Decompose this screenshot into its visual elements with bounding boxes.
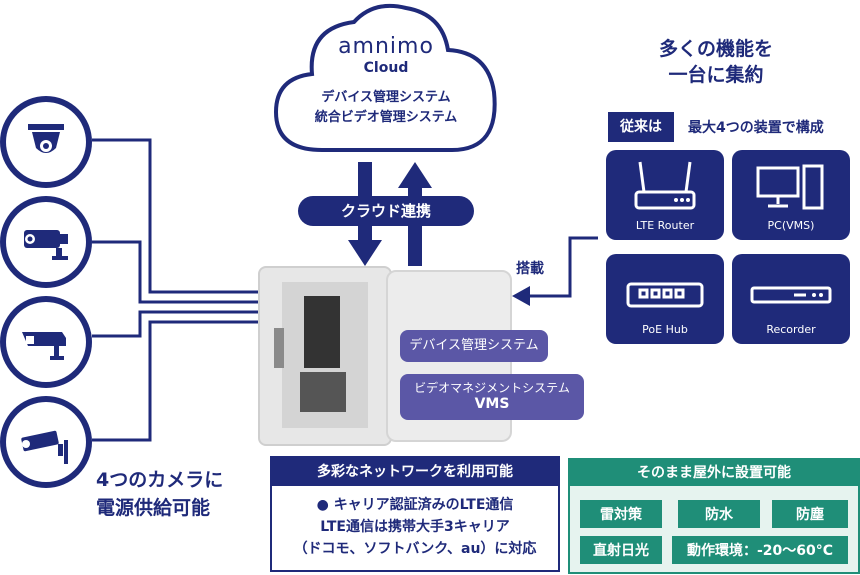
chip-temperature: 動作環境：-20〜60°C <box>672 536 848 564</box>
cloud-product: Cloud <box>363 60 409 76</box>
vms-label-line1: ビデオマネジメントシステム <box>414 381 570 395</box>
device-card-lte-router: LTE Router <box>606 150 724 240</box>
device-card-pc: PC(VMS) <box>732 150 850 240</box>
router-icon <box>634 161 696 210</box>
camera-dome <box>0 96 92 188</box>
cloud-brand: amnimo <box>338 34 434 59</box>
chip-dustproof: 防塵 <box>772 500 848 528</box>
features-title-line2: 一台に集約 <box>668 64 764 86</box>
vms-label: ビデオマネジメントシステム VMS <box>400 374 584 420</box>
camera-bullet <box>0 296 92 388</box>
pc-icon <box>756 164 824 210</box>
wire-camera-2 <box>92 240 262 304</box>
wire-camera-4 <box>92 320 262 442</box>
features-title: 多くの機能を 一台に集約 <box>610 36 822 88</box>
outdoor-title: そのまま屋外に設置可能 <box>570 460 858 486</box>
network-line2: LTE通信は携帯大手3キャリア <box>320 519 510 535</box>
cloud-line1: デバイス管理システム <box>321 90 451 105</box>
hub-icon <box>626 282 704 308</box>
cloud-sync-label: クラウド連携 <box>298 196 474 226</box>
network-line1: ● キャリア認証済みのLTE通信 <box>272 494 558 516</box>
camera-caption-line2: 電源供給可能 <box>96 497 211 519</box>
cloud-icon <box>273 3 497 152</box>
device-label-lte-router: LTE Router <box>635 219 695 232</box>
device-card-poe-hub: PoE Hub <box>606 254 724 344</box>
vms-label-line2: VMS <box>474 396 510 412</box>
mount-arrow <box>512 236 598 306</box>
cloud-line2: 統合ビデオ管理システム <box>314 110 458 125</box>
bullet-camera-icon <box>22 332 66 360</box>
recorder-icon <box>750 286 832 304</box>
device-mgmt-label: デバイス管理システム <box>400 330 548 362</box>
device-card-recorder: Recorder <box>732 254 850 344</box>
conventional-text: 最大4つの装置で構成 <box>688 120 824 136</box>
network-line1-text: キャリア認証済みのLTE通信 <box>333 497 514 513</box>
camera-wall <box>0 396 92 488</box>
device-label-poe-hub: PoE Hub <box>642 323 688 336</box>
mount-label: 搭載 <box>516 261 544 277</box>
chip-waterproof: 防水 <box>678 500 760 528</box>
enclosure-module <box>300 372 346 412</box>
wire-camera-3 <box>92 310 262 338</box>
conventional-badge: 従来は <box>608 112 674 142</box>
device-label-recorder: Recorder <box>766 323 816 336</box>
enclosure-body <box>258 266 392 446</box>
network-title: 多彩なネットワークを利用可能 <box>272 458 558 486</box>
enclosure-terminal <box>274 328 284 368</box>
chip-sunlight: 直射日光 <box>580 536 662 564</box>
wire-camera-1 <box>92 138 262 294</box>
enclosure-heatsink <box>304 296 340 368</box>
camera-caption: 4つのカメラに 電源供給可能 <box>96 466 266 522</box>
bullet-icon: ● <box>316 497 329 513</box>
box-camera-icon <box>24 230 68 260</box>
device-label-pc: PC(VMS) <box>767 219 815 232</box>
camera-caption-line1: 4つのカメラに <box>96 469 224 491</box>
network-line3: （ドコモ、ソフトバンク、au）に対応 <box>293 541 537 557</box>
camera-box <box>0 196 92 288</box>
network-box: 多彩なネットワークを利用可能 ● キャリア認証済みのLTE通信 LTE通信は携帯… <box>270 456 560 572</box>
wall-camera-icon <box>21 430 68 464</box>
features-title-line1: 多くの機能を <box>658 38 773 60</box>
chip-lightning: 雷対策 <box>580 500 662 528</box>
dome-camera-icon <box>28 124 64 153</box>
